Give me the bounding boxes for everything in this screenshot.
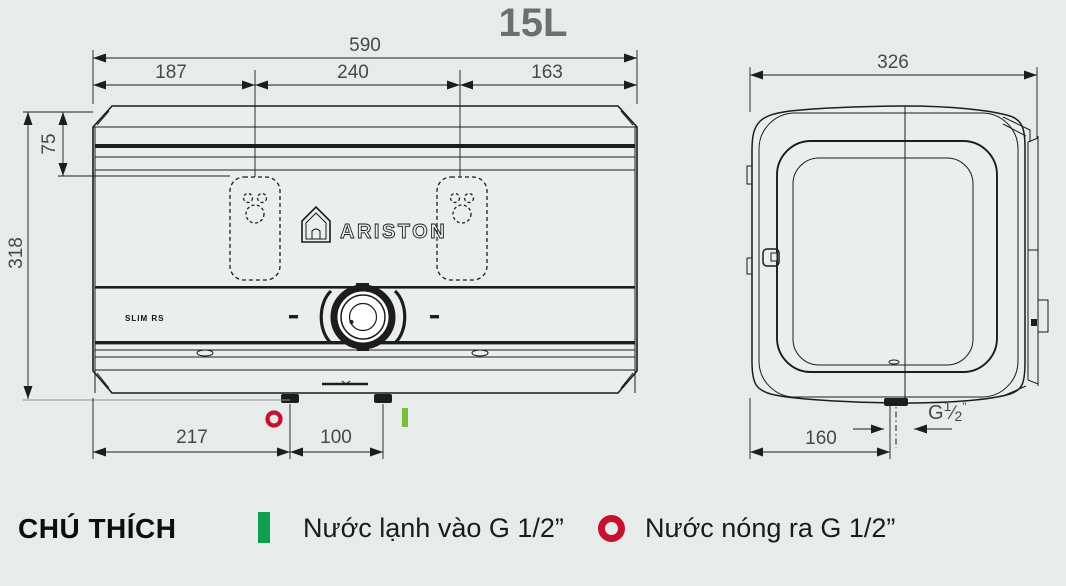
- legend-cold-label: Nước lạnh vào G 1/2”: [303, 513, 564, 543]
- brand-logo: ARISTON SLIM RS: [125, 205, 447, 323]
- dim-width-center: 240: [337, 62, 369, 83]
- thread-g: G: [928, 402, 944, 424]
- legend-hot-label: Nước nóng ra G 1/2”: [645, 513, 896, 543]
- capacity-title: 15L: [498, 1, 568, 45]
- dim-height-total: 318: [6, 237, 27, 269]
- thread-den: 2: [954, 408, 963, 424]
- latch-hook: [762, 248, 780, 267]
- thermostat-knob: [289, 283, 439, 351]
- dim-width-right: 163: [531, 62, 563, 83]
- thread-unit: ”: [962, 400, 967, 414]
- side-dimension-lines: [749, 67, 1038, 459]
- technical-drawing: ARISTON SLIM RS: [23, 50, 1049, 459]
- cold-inlet-marker: [402, 408, 408, 427]
- dim-bottom-left: 217: [176, 427, 208, 448]
- legend-heading: CHÚ THÍCH: [18, 513, 177, 544]
- dim-width-left: 187: [155, 62, 187, 83]
- dim-top-to-bracket: 75: [39, 133, 60, 155]
- dim-pipe-offset: 160: [805, 428, 837, 449]
- front-dimension-lines: [23, 50, 638, 459]
- house-icon: [301, 205, 331, 243]
- dim-total-width: 590: [349, 35, 381, 56]
- cold-inlet-legend-icon: [258, 512, 270, 543]
- dim-depth: 326: [877, 52, 909, 73]
- legend: CHÚ THÍCH Nước lạnh vào G 1/2” Nước nóng…: [0, 505, 1066, 565]
- brand-logo-text: ARISTON: [340, 221, 447, 243]
- thread-size-label: G1⁄2”: [928, 398, 966, 425]
- front-pipes: [281, 394, 392, 403]
- model-label: SLIM RS: [125, 314, 164, 323]
- dim-pipe-spacing: 100: [320, 427, 352, 448]
- hot-outlet-marker: [265, 410, 283, 428]
- rear-mounting-strip: [1002, 116, 1049, 397]
- side-view-body: [746, 105, 1049, 448]
- thread-num: 1: [943, 398, 952, 414]
- thread-slash: ⁄: [951, 403, 955, 424]
- hot-outlet-legend-icon: [598, 515, 625, 542]
